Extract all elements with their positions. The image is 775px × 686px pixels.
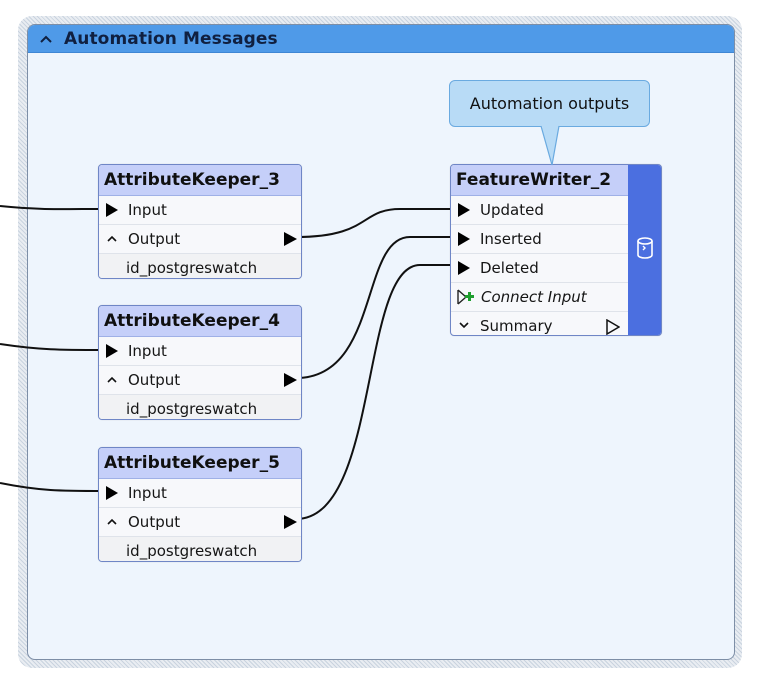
output-port-label: Output	[128, 371, 181, 389]
output-port-row[interactable]: Output	[99, 366, 301, 395]
chevron-up-icon[interactable]	[106, 373, 118, 388]
annotation-pointer	[540, 125, 560, 166]
writer-side-panel[interactable]	[628, 165, 661, 335]
output-port-arrow-icon[interactable]	[284, 373, 297, 387]
chevron-down-icon[interactable]	[458, 319, 470, 334]
transformer-attributekeeper-3[interactable]: AttributeKeeper_3 Input Output id_postgr…	[98, 164, 302, 279]
database-icon	[636, 237, 654, 263]
output-port-label: Output	[128, 513, 181, 531]
transformer-title: AttributeKeeper_3	[99, 165, 301, 196]
annotation-callout[interactable]: Automation outputs	[449, 80, 650, 127]
connect-input-label: Connect Input	[481, 288, 587, 306]
port-label: Deleted	[480, 259, 539, 277]
input-port-label: Input	[128, 342, 167, 360]
output-port-arrow-icon[interactable]	[284, 232, 297, 246]
input-port-arrow-icon[interactable]	[106, 203, 118, 217]
transformer-title: FeatureWriter_2	[451, 165, 628, 196]
transformer-attributekeeper-4[interactable]: AttributeKeeper_4 Input Output id_postgr…	[98, 305, 302, 420]
connect-input-row[interactable]: Connect Input	[451, 283, 628, 312]
input-port-label: Input	[128, 484, 167, 502]
input-port-arrow-icon[interactable]	[458, 261, 470, 275]
transformer-attributekeeper-5[interactable]: AttributeKeeper_5 Input Output id_postgr…	[98, 447, 302, 562]
output-port-arrow-icon[interactable]	[284, 515, 297, 529]
exposed-attribute: id_postgreswatch	[99, 395, 301, 419]
exposed-attribute: id_postgreswatch	[99, 254, 301, 278]
chevron-up-icon[interactable]	[28, 30, 64, 48]
transformer-title: AttributeKeeper_4	[99, 306, 301, 337]
input-port-arrow-icon[interactable]	[106, 344, 118, 358]
input-port-arrow-icon[interactable]	[106, 486, 118, 500]
input-port-row[interactable]: Input	[99, 479, 301, 508]
transformer-featurewriter-2[interactable]: FeatureWriter_2 Updated Inserted Deleted…	[450, 164, 662, 336]
bookmark-header[interactable]: Automation Messages	[28, 25, 734, 53]
input-port-row[interactable]: Input	[99, 337, 301, 366]
chevron-up-icon[interactable]	[106, 515, 118, 530]
summary-label: Summary	[480, 317, 553, 335]
port-label: Inserted	[480, 230, 542, 248]
input-port-arrow-icon[interactable]	[458, 232, 470, 246]
writer-port-deleted[interactable]: Deleted	[451, 254, 628, 283]
input-port-row[interactable]: Input	[99, 196, 301, 225]
port-label: Updated	[480, 201, 544, 219]
exposed-attribute: id_postgreswatch	[99, 537, 301, 561]
annotation-text: Automation outputs	[469, 94, 630, 113]
transformer-title: AttributeKeeper_5	[99, 448, 301, 479]
summary-output-port-icon[interactable]	[606, 318, 621, 335]
writer-body: FeatureWriter_2 Updated Inserted Deleted…	[451, 165, 628, 335]
bookmark-title: Automation Messages	[64, 28, 278, 49]
output-port-row[interactable]: Output	[99, 225, 301, 254]
output-port-row[interactable]: Output	[99, 508, 301, 537]
writer-port-inserted[interactable]: Inserted	[451, 225, 628, 254]
writer-port-updated[interactable]: Updated	[451, 196, 628, 225]
output-port-label: Output	[128, 230, 181, 248]
input-port-arrow-icon[interactable]	[458, 203, 470, 217]
summary-row[interactable]: Summary	[451, 312, 628, 335]
add-input-port-icon[interactable]	[457, 289, 475, 305]
input-port-label: Input	[128, 201, 167, 219]
chevron-up-icon[interactable]	[106, 232, 118, 247]
